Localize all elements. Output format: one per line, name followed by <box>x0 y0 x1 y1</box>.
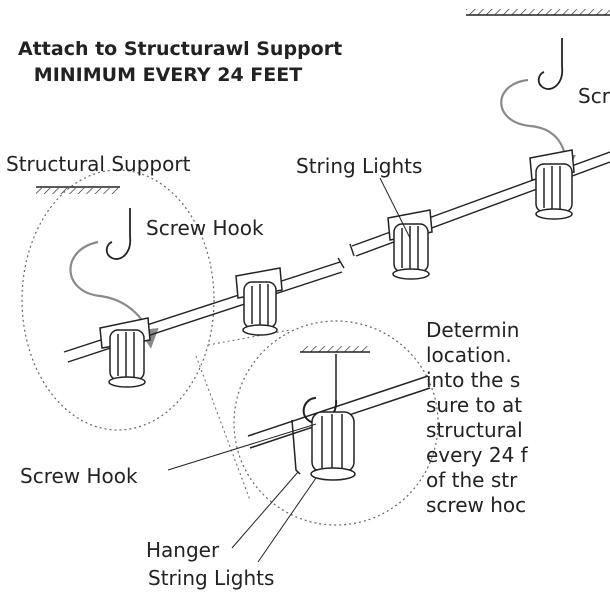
label-screw-hook-detail: Screw Hook <box>20 464 138 488</box>
label-screw-hook-top: Scr <box>578 84 610 108</box>
label-string-lights-top: String Lights <box>296 154 423 178</box>
label-structural-support: Structural Support <box>6 152 191 176</box>
structural-support-top-right <box>466 9 610 16</box>
structural-support-detail <box>300 346 370 353</box>
instruction-line: Determin <box>426 318 520 342</box>
instruction-line: into the s <box>426 368 521 392</box>
instruction-line: sure to at <box>426 393 523 417</box>
instruction-line: of the str <box>426 468 518 492</box>
structural-support-left <box>36 186 120 194</box>
highlight-ellipse <box>21 169 215 431</box>
detail-view <box>247 354 431 481</box>
light-bulb-2 <box>235 267 283 336</box>
instruction-line: structural <box>426 418 523 442</box>
label-screw-hook-left: Screw Hook <box>146 216 264 240</box>
label-hanger: Hanger <box>146 538 220 562</box>
screw-hook-top-icon <box>537 38 564 90</box>
light-bulb-4 <box>529 149 575 220</box>
instruction-line: screw hoc <box>426 493 527 517</box>
instruction-line: every 24 f <box>426 443 528 467</box>
diagram-heading: Attach to Structurawl Support MINIMUM EV… <box>18 36 343 88</box>
screw-hook-left-icon <box>105 208 132 260</box>
light-bulb-3 <box>387 209 433 280</box>
heading-line-2: MINIMUM EVERY 24 FEET <box>33 64 303 86</box>
label-string-lights-bottom: String Lights <box>148 566 275 590</box>
instructions-text: Determin location. into the s sure to at… <box>426 318 528 518</box>
heading-line-1: Attach to Structurawl Support <box>18 38 343 60</box>
attach-arrow-top <box>500 78 576 175</box>
instruction-line: location. <box>426 343 512 367</box>
light-bulb-1 <box>99 317 151 388</box>
detail-circle <box>233 320 439 526</box>
leader-lines <box>167 177 411 563</box>
